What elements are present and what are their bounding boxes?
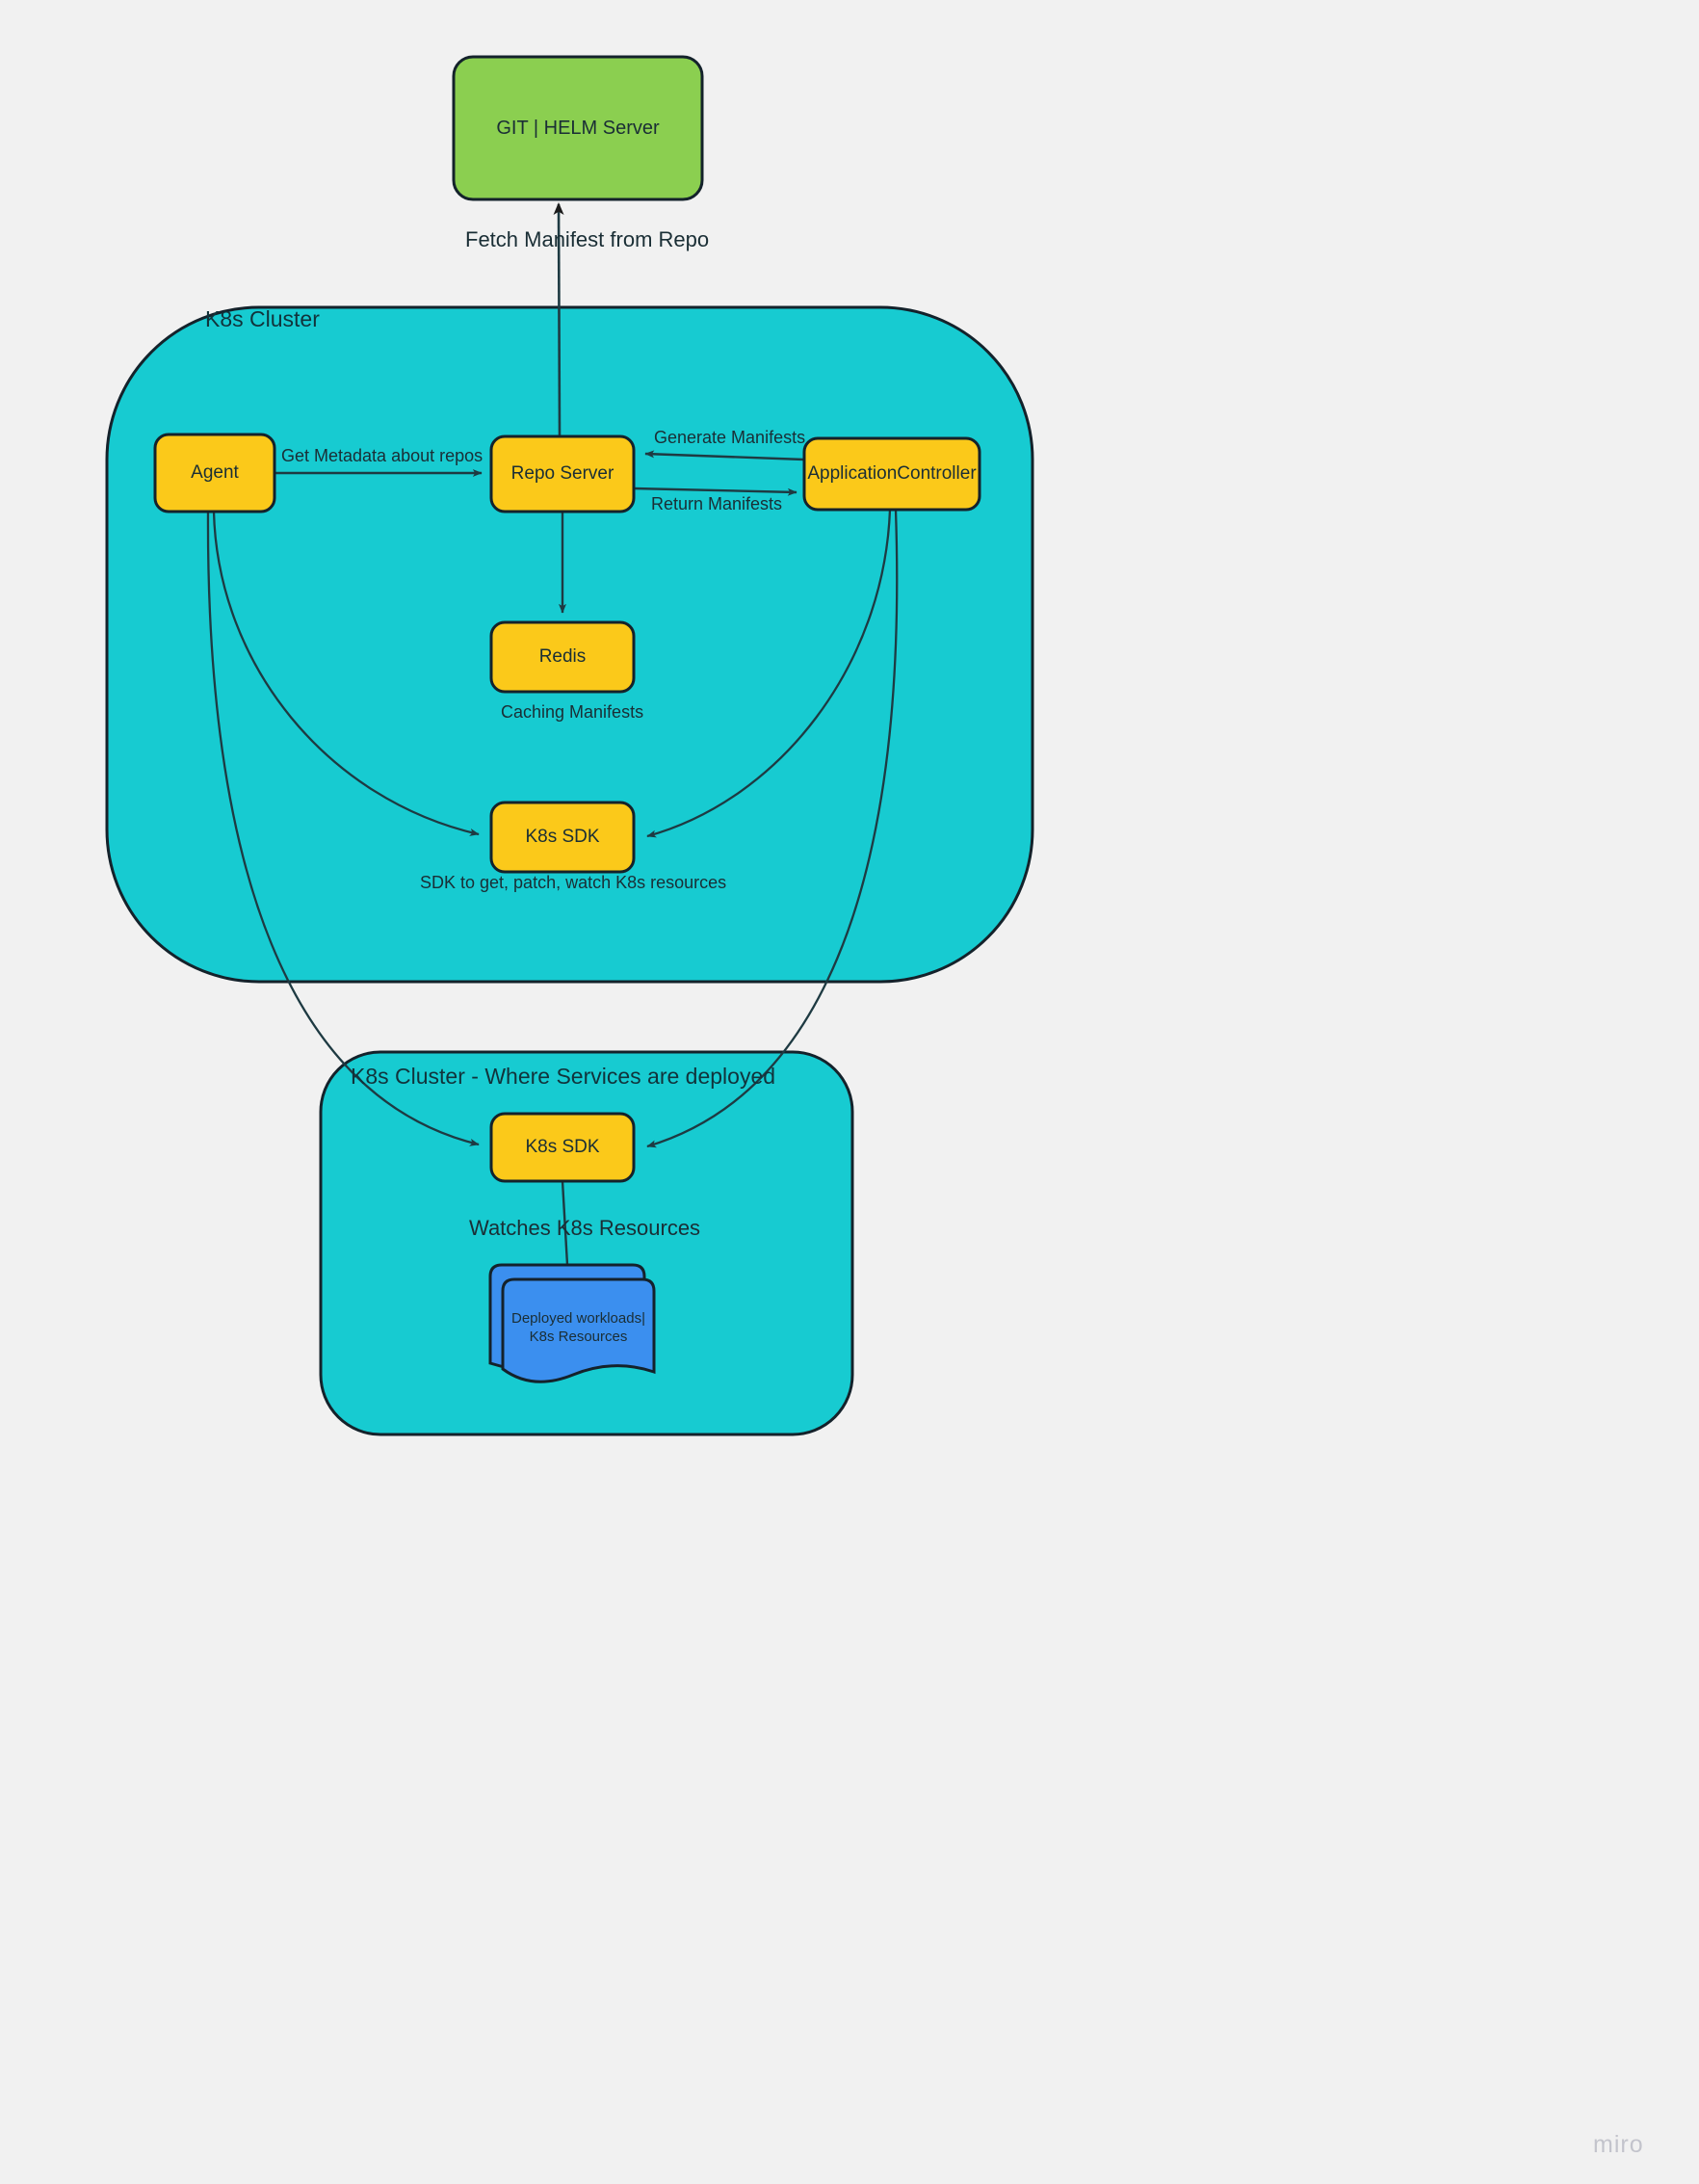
edge-label-caching-manifests: Caching Manifests — [501, 702, 644, 722]
edge-fetch-manifest — [553, 202, 564, 437]
edge-label-watches-k8s-resources: Watches K8s Resources — [469, 1216, 701, 1240]
miro-watermark: miro — [1593, 2131, 1644, 2158]
node-agent[interactable] — [153, 433, 276, 513]
group-k8s-cluster-services[interactable] — [319, 1050, 854, 1436]
group-title-k8s-cluster-services: K8s Cluster - Where Services are deploye… — [351, 1064, 776, 1089]
node-application-controller[interactable] — [802, 436, 981, 512]
node-deployed-workloads[interactable] — [488, 1263, 656, 1383]
edge-agent-to-k8s-sdk — [212, 511, 480, 836]
node-k8s-sdk-services[interactable] — [489, 1112, 636, 1183]
edge-generate-manifests — [644, 450, 805, 461]
edge-label-generate-manifests: Generate Manifests — [654, 428, 806, 447]
node-repo-server[interactable] — [489, 434, 636, 513]
group-title-k8s-cluster: K8s Cluster — [205, 306, 320, 331]
edge-appcontroller-to-k8s-sdk — [646, 509, 892, 838]
deployed-workloads-front-sheet — [501, 1277, 656, 1383]
node-k8s-sdk-cluster[interactable] — [489, 801, 636, 874]
edge-agent-to-services-sdk — [206, 511, 480, 1146]
node-redis[interactable] — [489, 620, 636, 694]
node-git-helm-server[interactable] — [452, 55, 704, 201]
edge-label-fetch-manifest: Fetch Manifest from Repo — [465, 227, 710, 251]
edge-return-manifests — [633, 487, 797, 496]
edge-label-sdk-description: SDK to get, patch, watch K8s resources — [420, 873, 727, 892]
edge-label-return-manifests: Return Manifests — [651, 494, 783, 513]
edge-appcontroller-to-services-sdk — [646, 509, 899, 1148]
edge-label-get-metadata: Get Metadata about repos — [281, 446, 484, 465]
